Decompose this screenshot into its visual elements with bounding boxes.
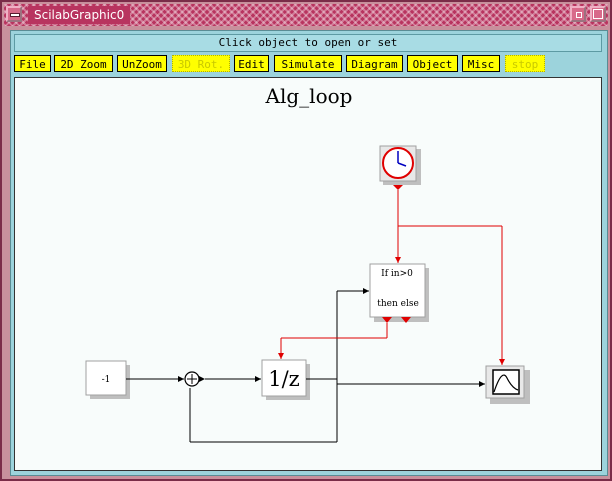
menu-diagram[interactable]: Diagram (346, 55, 403, 72)
menu-simulate[interactable]: Simulate (274, 55, 342, 72)
menu-object[interactable]: Object (407, 55, 458, 72)
window-menu-button[interactable] (6, 6, 22, 22)
minimize-button[interactable] (570, 6, 586, 22)
constant-label: -1 (102, 375, 111, 385)
window-client: Click object to open or set File 2D Zoom… (10, 30, 608, 476)
menu-file[interactable]: File (14, 55, 51, 72)
then-else-label: then else (377, 299, 419, 309)
menu-bar: File 2D Zoom UnZoom 3D Rot. Edit Simulat… (14, 55, 604, 75)
constant-block[interactable]: -1 (85, 360, 130, 399)
menu-2d-zoom[interactable]: 2D Zoom (54, 55, 113, 72)
menu-stop[interactable]: stop (505, 55, 545, 72)
menu-misc[interactable]: Misc (462, 55, 500, 72)
scope-block[interactable] (485, 365, 530, 404)
window-title: ScilabGraphic0 (28, 6, 131, 24)
menu-edit[interactable]: Edit (234, 55, 269, 72)
scope-icon (492, 369, 520, 395)
title-bar[interactable]: ScilabGraphic0 (4, 4, 608, 26)
if-block-label: If in>0 (381, 269, 413, 279)
regular-links (126, 288, 485, 443)
diagram-svg: If in>0 then else -1 (85, 145, 530, 443)
maximize-button[interactable] (590, 6, 606, 22)
activation-links (278, 190, 505, 365)
delay-block[interactable]: 1/z (261, 359, 310, 400)
menu-3d-rot[interactable]: 3D Rot. (172, 55, 230, 72)
summation-block[interactable] (184, 371, 205, 387)
menu-unzoom[interactable]: UnZoom (117, 55, 167, 72)
diagram-canvas[interactable]: Alg_loop (14, 77, 602, 471)
diagram-title: Alg_loop (265, 84, 353, 108)
delay-label: 1/z (268, 367, 300, 391)
if-then-else-block[interactable]: If in>0 then else (369, 263, 429, 323)
clock-block[interactable] (379, 145, 421, 190)
message-bar: Click object to open or set (14, 34, 602, 52)
